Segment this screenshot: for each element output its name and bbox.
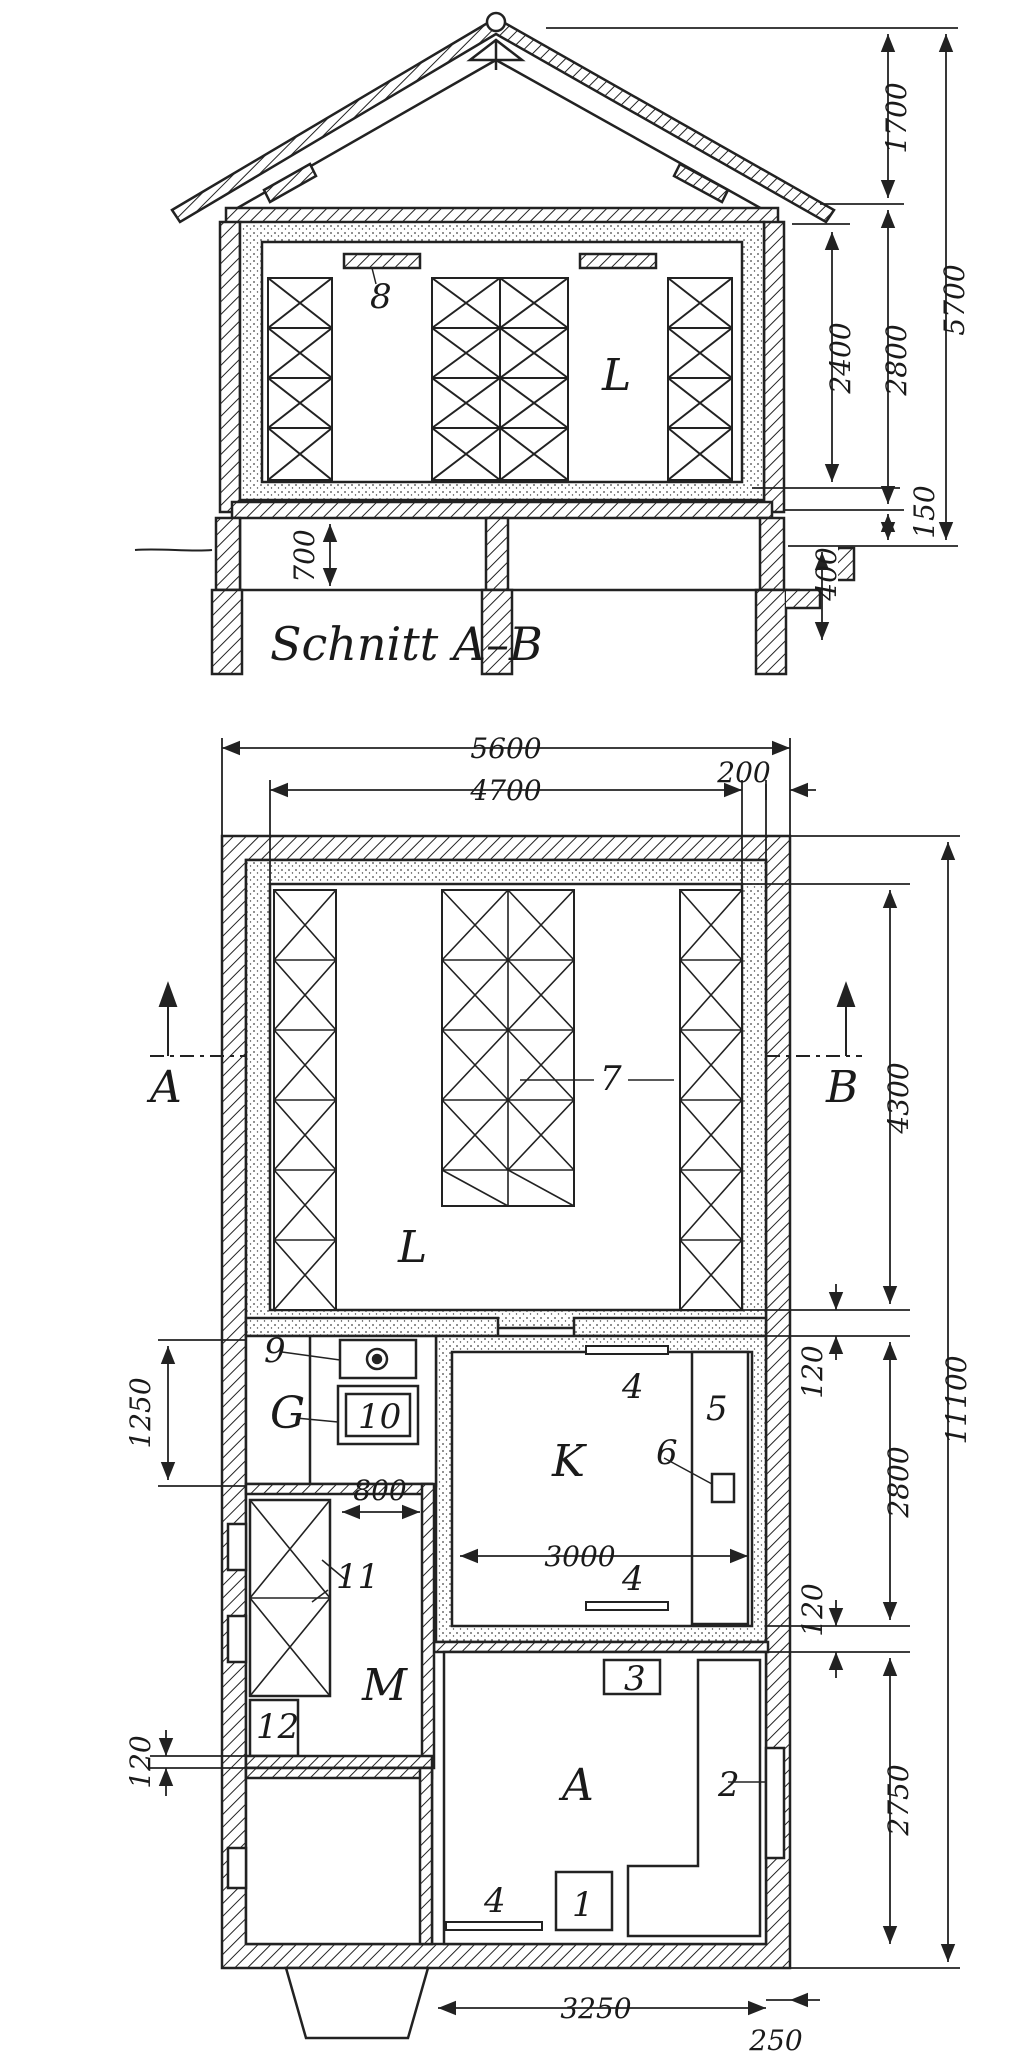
item-6-box [710, 1472, 736, 1504]
right-wall [762, 220, 786, 514]
dim-gap-bottom: 120 [796, 1583, 829, 1636]
left-wall [218, 220, 242, 514]
item-3-label: 3 [624, 1659, 646, 1699]
item-1-label: 1 [572, 1885, 594, 1925]
dim-crawl-height: 700 [288, 529, 321, 582]
item-7-label: 7 [600, 1059, 622, 1099]
dim-width-k: 3000 [544, 1540, 615, 1573]
outlet [284, 1966, 430, 2040]
dim-depth-k: 2800 [882, 1446, 915, 1518]
item-4b-label: 4 [621, 1559, 644, 1599]
item-4c-label: 4 [483, 1881, 506, 1921]
floor-slab [230, 500, 774, 520]
dim-depth-a: 2750 [882, 1764, 915, 1836]
dim-inner-width: 4700 [469, 774, 541, 807]
roof [170, 11, 836, 224]
foundation-center [480, 588, 514, 676]
dim-floor-thickness: 150 [908, 485, 941, 538]
storage-racks-section [267, 277, 733, 481]
item-9-label: 9 [264, 1331, 286, 1371]
room-label-g: G [270, 1388, 305, 1439]
section-cut-marks [150, 981, 862, 1057]
section-mark-a: A [146, 1062, 182, 1113]
room-label-k: K [551, 1436, 587, 1487]
plan-dimension-lines [150, 738, 960, 2016]
vent-left [342, 252, 422, 270]
item-1-box [554, 1870, 614, 1932]
dim-wall: 200 [716, 756, 770, 789]
room-label-m: M [361, 1660, 408, 1711]
section-room-label: L [601, 350, 631, 401]
dim-wall-height: 2800 [880, 324, 913, 396]
dim-gap-top: 120 [796, 1345, 829, 1398]
item-6-label: 6 [656, 1433, 678, 1473]
section-view [134, 11, 856, 676]
section-dimension-lines [322, 27, 958, 640]
item-4a-label: 4 [621, 1367, 644, 1407]
dim-depth-g: 1250 [124, 1377, 157, 1448]
foundation-right [754, 588, 788, 676]
center-pier [484, 516, 510, 592]
room-label-l: L [397, 1222, 427, 1273]
dim-total-width: 5600 [470, 732, 541, 765]
section-mark-b: B [825, 1062, 858, 1113]
dim-depth-l: 4300 [882, 1062, 915, 1134]
dim-gap-m: 120 [124, 1735, 157, 1788]
item-12-label: 12 [256, 1707, 299, 1747]
plan-dimension-values: 5600 4700 200 4300 11100 120 2800 120 27… [124, 732, 973, 2057]
item-numbers: 1 2 3 4 4 4 5 6 7 9 10 11 12 [256, 1059, 740, 1925]
floor-plan [220, 834, 792, 2040]
item-2-label: 2 [717, 1765, 740, 1805]
vent-label: 8 [370, 277, 392, 317]
room-label-a: A [558, 1760, 594, 1811]
item-2-counter [626, 1658, 762, 1938]
item-10-label: 10 [358, 1397, 401, 1437]
item-5-label: 5 [706, 1389, 728, 1429]
dim-inner-height: 2400 [824, 322, 857, 394]
section-dimension-values: 1700 5700 2800 2400 150 700 400 [288, 82, 971, 601]
benches [445, 1345, 669, 1931]
section-title: Schnitt A–B [270, 617, 543, 671]
dim-roof-height: 1700 [880, 82, 913, 153]
dim-step-height: 400 [810, 547, 843, 601]
item-3-box [602, 1658, 662, 1696]
leader-lines [281, 1079, 766, 1783]
dim-total-depth: 11100 [940, 1355, 973, 1444]
dim-total-height: 5700 [938, 264, 971, 335]
insulation-layer [238, 220, 766, 502]
dim-width-m: 800 [353, 1474, 406, 1507]
vent-right [578, 252, 658, 270]
dim-width-a: 3250 [560, 1992, 631, 2025]
dim-width-bottom-wall: 250 [748, 2024, 802, 2057]
foundation-left [210, 588, 244, 676]
